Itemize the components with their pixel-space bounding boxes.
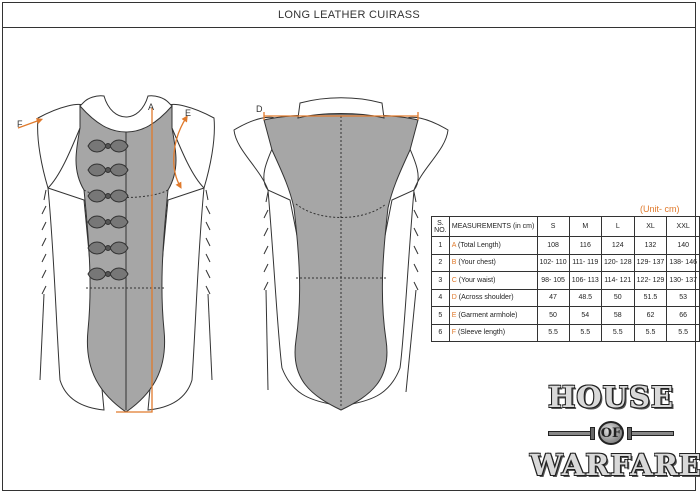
row-label: (Garment armhole)	[456, 311, 518, 319]
cell-value: 132	[633, 236, 668, 255]
dimension-a-letter: A	[148, 102, 154, 112]
row-number: 1	[431, 236, 450, 255]
column-header-size: XL	[633, 216, 668, 237]
cell-value: 50	[600, 288, 635, 307]
logo-line-house: HOUSE	[548, 380, 674, 414]
cell-value: 50	[536, 306, 570, 325]
dimension-e-letter: E	[185, 108, 191, 118]
table-row: 4 D (Across shoulder) 47 48.5 50 51.5 53	[431, 288, 700, 307]
row-number: 3	[431, 271, 450, 290]
logo-emblem: OF	[530, 420, 692, 446]
dimension-d-letter: D	[256, 104, 263, 114]
cell-value: 5.5	[568, 323, 602, 342]
cell-value: 98- 105	[536, 271, 570, 290]
back-right-sleeve	[403, 116, 449, 191]
row-letter: D	[451, 294, 457, 302]
cell-value: 124	[600, 236, 635, 255]
cell-value: 111- 119	[568, 253, 602, 272]
table-header-row: S. NO. MEASUREMENTS (in cm) S M L XL XXL	[431, 216, 700, 237]
cell-value: 129- 137	[633, 253, 668, 272]
back-left-sleeve	[233, 116, 279, 191]
row-measurement: F (Sleeve length)	[448, 323, 538, 342]
row-number: 6	[431, 323, 450, 342]
row-label: (Total Length)	[456, 241, 501, 249]
table-row: 6 F (Sleeve length) 5.5 5.5 5.5 5.5 5.5	[431, 323, 700, 342]
logo-line-of: OF	[598, 421, 624, 445]
front-left-sleeve	[37, 104, 85, 189]
back-dimension-lines	[263, 112, 419, 120]
front-view-drawing	[37, 95, 215, 413]
back-view-drawing	[233, 97, 449, 411]
row-label: (Sleeve length)	[456, 329, 506, 337]
sword-icon	[627, 426, 674, 440]
row-letter: E	[451, 311, 457, 319]
cell-value: 5.5	[536, 323, 570, 342]
house-of-warfare-logo: HOUSE OF WARFARE	[530, 376, 700, 488]
cell-value: 140	[666, 236, 700, 255]
row-label: (Your waist)	[456, 276, 496, 284]
column-header-measurements: MEASUREMENTS (in cm)	[448, 216, 538, 237]
row-measurement: C (Your waist)	[448, 271, 538, 290]
cell-value: 53	[666, 288, 700, 307]
cell-value: 5.5	[666, 323, 700, 342]
cell-value: 47	[536, 288, 570, 307]
column-header-size: XXL	[666, 216, 700, 237]
row-measurement: A (Total Length)	[448, 236, 538, 255]
cell-value: 58	[600, 306, 635, 325]
column-header-size: S	[536, 216, 570, 237]
cell-value: 5.5	[600, 323, 635, 342]
cell-value: 106- 113	[568, 271, 602, 290]
cell-value: 120- 128	[600, 253, 635, 272]
front-collar	[79, 95, 173, 133]
cell-value: 130- 137	[666, 271, 700, 290]
row-number: 5	[431, 306, 450, 325]
cell-value: 138- 146	[666, 253, 700, 272]
cell-value: 48.5	[568, 288, 602, 307]
column-header-size: L	[600, 216, 635, 237]
cell-value: 116	[568, 236, 602, 255]
cell-value: 62	[633, 306, 668, 325]
row-label: (Across shoulder)	[456, 294, 514, 302]
row-letter: A	[451, 241, 457, 249]
dimension-d-line	[263, 112, 419, 120]
dimension-f-letter: F	[17, 119, 23, 129]
back-collar	[297, 97, 385, 119]
row-number: 4	[431, 288, 450, 307]
row-letter: C	[451, 276, 457, 284]
row-number: 2	[431, 253, 450, 272]
front-frog-closures	[87, 139, 129, 281]
logo-line-warfare: WARFARE	[530, 448, 700, 482]
cell-value: 102- 110	[536, 253, 570, 272]
dimension-a-line	[116, 108, 153, 413]
table-row: 2 B (Your chest) 102- 110 111- 119 120- …	[431, 253, 700, 272]
cell-value: 51.5	[633, 288, 668, 307]
cell-value: 114- 121	[600, 271, 635, 290]
page-title: LONG LEATHER CUIRASS	[2, 2, 696, 28]
table-row: 1 A (Total Length) 108 116 124 132 140	[431, 236, 700, 255]
row-label: (Your chest)	[456, 259, 496, 267]
unit-note: (Unit- cm)	[640, 204, 680, 214]
column-header-size: M	[568, 216, 602, 237]
row-measurement: D (Across shoulder)	[448, 288, 538, 307]
row-measurement: E (Garment armhole)	[448, 306, 538, 325]
cell-value: 54	[568, 306, 602, 325]
row-measurement: B (Your chest)	[448, 253, 538, 272]
row-letter: F	[451, 329, 457, 337]
table-row: 5 E (Garment armhole) 50 54 58 62 66	[431, 306, 700, 325]
dimension-f-line	[17, 118, 44, 129]
column-header-no: S. NO.	[431, 216, 450, 237]
cell-value: 122- 129	[633, 271, 668, 290]
dimension-e-arc	[173, 115, 188, 189]
row-letter: B	[451, 259, 457, 267]
cell-value: 5.5	[633, 323, 668, 342]
cell-value: 66	[666, 306, 700, 325]
sword-icon	[548, 426, 595, 440]
front-dimension-lines	[17, 108, 188, 413]
table-row: 3 C (Your waist) 98- 105 106- 113 114- 1…	[431, 271, 700, 290]
measurement-table: S. NO. MEASUREMENTS (in cm) S M L XL XXL…	[431, 216, 700, 342]
cell-value: 108	[536, 236, 570, 255]
